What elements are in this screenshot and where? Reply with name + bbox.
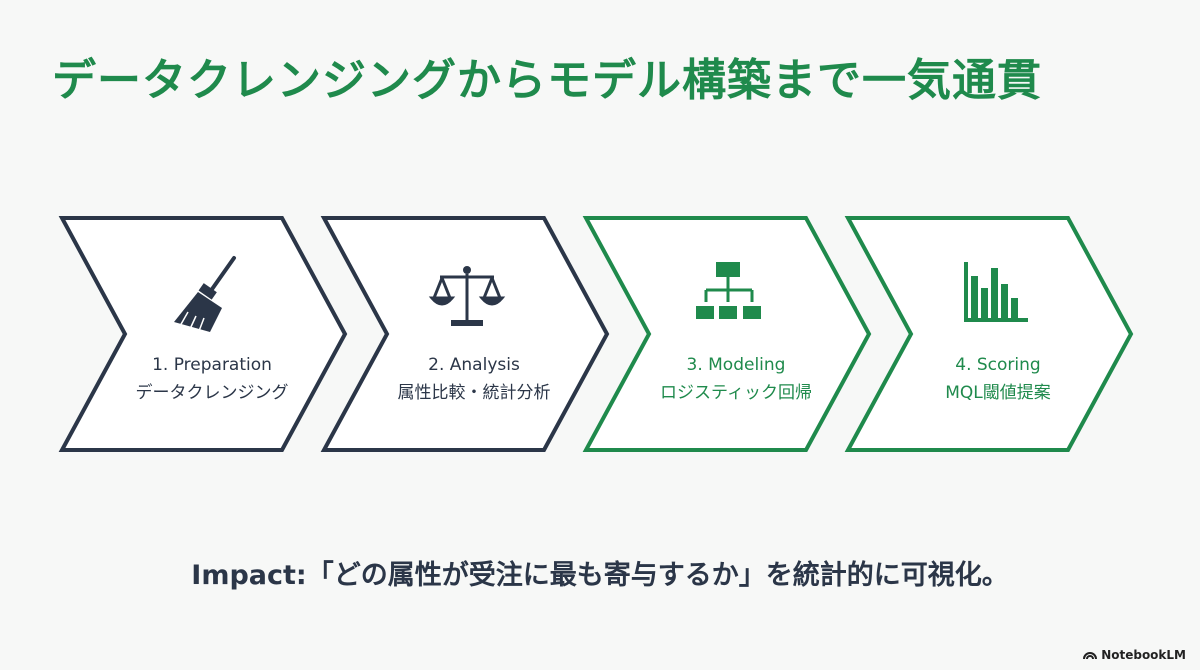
step-4-title: 4. Scoring xyxy=(955,355,1041,375)
step-2-title: 2. Analysis xyxy=(428,355,520,375)
step-1-label: 1. Preparation データクレンジング xyxy=(102,351,322,407)
broom-icon xyxy=(174,256,236,332)
step-3-title: 3. Modeling xyxy=(686,355,786,375)
notebooklm-watermark: NotebookLM xyxy=(1083,648,1186,662)
step-4-subtitle: MQL閾値提案 xyxy=(945,383,1051,403)
chevron-step-3 xyxy=(582,216,872,452)
step-1-title: 1. Preparation xyxy=(152,355,272,375)
hierarchy-icon xyxy=(696,262,761,319)
chevron-step-4 xyxy=(844,216,1134,452)
step-2-label: 2. Analysis 属性比較・統計分析 xyxy=(364,351,584,407)
step-2-subtitle: 属性比較・統計分析 xyxy=(397,383,551,403)
impact-statement: Impact:「どの属性が受注に最も寄与するか」を統計的に可視化。 xyxy=(191,560,1009,591)
page-title: データクレンジングからモデル構築まで一気通貫 xyxy=(52,55,1042,106)
notebooklm-label: NotebookLM xyxy=(1101,648,1186,662)
step-3-label: 3. Modeling ロジスティック回帰 xyxy=(626,351,846,407)
step-1-subtitle: データクレンジング xyxy=(135,383,289,403)
bar-chart-icon xyxy=(964,262,1028,322)
step-4-label: 4. Scoring MQL閾値提案 xyxy=(888,351,1108,407)
scales-icon xyxy=(428,266,506,326)
chevron-step-1 xyxy=(58,216,348,452)
chevron-step-2 xyxy=(320,216,610,452)
notebooklm-logo-icon xyxy=(1083,652,1098,660)
step-3-subtitle: ロジスティック回帰 xyxy=(660,383,812,403)
